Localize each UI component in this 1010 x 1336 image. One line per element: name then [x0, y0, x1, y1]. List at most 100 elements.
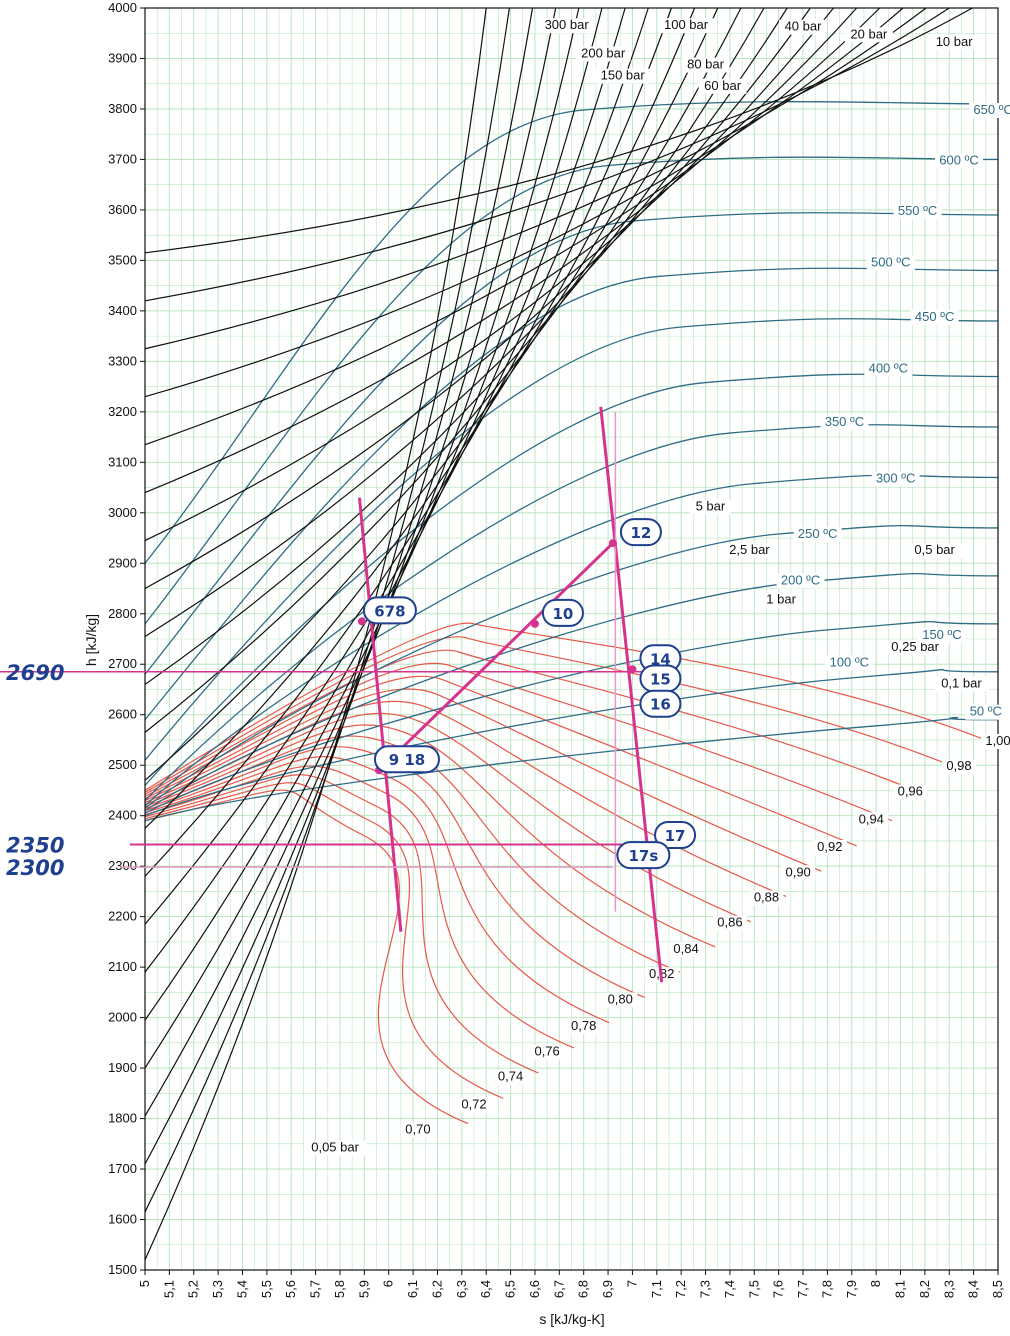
isobar-label: 40 bar	[785, 19, 823, 34]
isobar-line	[144, 7, 696, 829]
y-tick-label: 3100	[108, 454, 137, 469]
quality-label-bg	[669, 941, 704, 957]
y-tick-label: 3600	[108, 202, 137, 217]
isotherm-label-bg	[793, 527, 842, 543]
quality-label-bg	[781, 865, 816, 881]
isotherm-line	[144, 424, 999, 801]
quality-label-bg	[493, 1069, 528, 1085]
quality-line	[144, 789, 469, 1125]
y-tick-label: 2500	[108, 757, 137, 772]
isobar-label: 1 bar	[766, 592, 796, 607]
isotherm-label: 350 ºC	[825, 414, 864, 429]
isobar-label: 60 bar	[704, 78, 742, 93]
isobar-line	[144, 7, 765, 685]
axis-ticks: 1500160017001800190020002100220023002400…	[108, 0, 1005, 1298]
isotherm-label: 400 ºC	[869, 360, 908, 375]
isotherm-line	[144, 668, 999, 817]
state-point	[608, 539, 617, 548]
quality-label-bg	[749, 890, 784, 906]
isobar-label: 100 bar	[664, 17, 709, 32]
isotherm-label: 300 ºC	[876, 471, 915, 486]
isobar-label-bg	[539, 18, 595, 34]
quality-label: 0,78	[571, 1018, 596, 1033]
quality-label: 0,80	[608, 991, 633, 1006]
state-circle	[639, 689, 682, 718]
isobar-label-bg	[844, 27, 893, 43]
quality-label-bg	[942, 759, 977, 775]
quality-label: 0,92	[817, 839, 842, 854]
isotherm-label: 150 ºC	[922, 627, 961, 642]
quality-line	[144, 662, 893, 822]
y-tick-label: 2400	[108, 808, 137, 823]
quality-label: 0,86	[717, 915, 742, 930]
isotherm-label-bg	[893, 203, 942, 219]
x-tick-label: 8,4	[966, 1280, 981, 1298]
isobar-line	[144, 7, 510, 1213]
x-tick-label: 5,4	[234, 1280, 249, 1298]
state-label: 12	[630, 524, 651, 542]
x-tick-label: 5,5	[259, 1280, 274, 1298]
x-tick-label: 7,8	[819, 1280, 834, 1298]
y-tick-label: 1700	[108, 1161, 137, 1176]
x-tick-label: 8,5	[990, 1280, 1005, 1298]
isotherm-line	[144, 318, 999, 761]
quality-line	[144, 649, 928, 797]
isobar-line	[144, 7, 788, 637]
isobar-label-bg	[681, 57, 730, 73]
x-tick-label: 8,3	[941, 1280, 956, 1298]
x-tick-label: 6,8	[576, 1280, 591, 1298]
isobar-line	[144, 7, 904, 398]
isotherm-label-bg	[969, 103, 1010, 119]
x-tick-label: 7,7	[795, 1280, 810, 1298]
x-tick-label: 7,5	[746, 1280, 761, 1298]
isobar-label: 10 bar	[936, 34, 974, 49]
isobar-label-bg	[933, 676, 989, 692]
quality-line	[144, 782, 504, 1099]
h-mark-label: 2690	[6, 661, 64, 685]
isobar-label-bg	[930, 34, 979, 50]
quality-label: 0,96	[898, 783, 923, 798]
state-label: 14	[650, 650, 671, 668]
quality-label-bg	[603, 992, 638, 1008]
isotherm-label-bg	[864, 361, 913, 377]
x-tick-label: 6,4	[478, 1280, 493, 1298]
quality-label: 0,88	[754, 889, 779, 904]
isotherm-label-bg	[825, 655, 874, 671]
y-tick-label: 2700	[108, 656, 137, 671]
isotherm-label: 100 ºC	[830, 654, 869, 669]
quality-label-bg	[566, 1019, 601, 1035]
isobar-label-bg	[907, 543, 963, 559]
isobar-line	[144, 7, 719, 781]
y-tick-label: 2900	[108, 555, 137, 570]
isotherm-label: 550 ºC	[898, 203, 937, 218]
quality-label-bg	[893, 784, 928, 800]
quality-label: 0,76	[534, 1043, 559, 1058]
isobar-line	[144, 7, 672, 877]
isobar-label-bg	[779, 19, 828, 35]
x-tick-label: 5	[137, 1280, 152, 1287]
y-tick-label: 4000	[108, 0, 137, 15]
quality-label: 0,94	[859, 811, 884, 826]
h-mark-label: 2300	[6, 856, 64, 880]
x-tick-label: 8,2	[917, 1280, 932, 1298]
h-mark-label: 2350	[6, 833, 64, 857]
x-tick-label: 6,7	[551, 1280, 566, 1298]
process-line-9-12	[377, 542, 614, 772]
isotherm-line	[144, 100, 999, 564]
quality-label: 0,72	[461, 1096, 486, 1111]
x-tick-label: 6,9	[600, 1280, 615, 1298]
quality-label: 0,90	[785, 864, 810, 879]
isobar-line	[144, 7, 811, 590]
process-line-6-9	[357, 497, 403, 932]
y-tick-label: 2200	[108, 909, 137, 924]
isobar-line	[144, 7, 834, 542]
state-circle	[373, 745, 440, 774]
isobar-label-bg	[689, 499, 731, 515]
isobar-line	[144, 7, 626, 973]
isotherm-label-bg	[935, 153, 984, 169]
x-tick-label: 5,9	[356, 1280, 371, 1298]
quality-label-bg	[712, 915, 747, 931]
isotherm-label-bg	[776, 573, 825, 589]
